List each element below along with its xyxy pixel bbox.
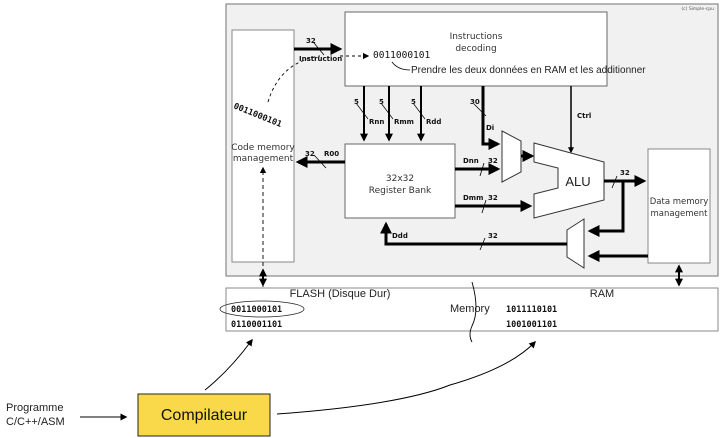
flash-title: FLASH (Disque Dur) (290, 288, 391, 300)
instruction-bus-slash (313, 42, 325, 56)
compiler-to-flash-arrow (204, 338, 253, 391)
ddd-slash (479, 237, 486, 251)
input-mux (501, 130, 522, 183)
r00-slash (313, 154, 327, 169)
flash-word-highlight (219, 300, 305, 318)
decoder-annotation: Prendre les deux données en RAM et les a… (411, 65, 646, 76)
dmm-width: 32 (488, 194, 498, 202)
compiler-box (137, 393, 271, 437)
copyright-text: (c) Simple-cpu (681, 6, 714, 12)
alu-output-slash (611, 175, 618, 189)
code-memory-label-1: Code memory (231, 143, 295, 153)
code-memory-label-2: management (233, 154, 294, 164)
dnn-label: Dnn (463, 157, 479, 165)
rnn-label: Rnn (369, 118, 384, 126)
data-memory-label-1: Data memory (650, 197, 709, 207)
flash-word-1: 0110001101 (231, 320, 282, 330)
fetch-dashed-curve (267, 55, 321, 103)
ram-word-0: 1011110101 (506, 305, 557, 315)
memory-label: Memory (450, 303, 490, 315)
di-width: 30 (470, 98, 480, 106)
compiler-to-ram-arrow (276, 340, 536, 415)
instruction-bus-label: Instruction (299, 55, 342, 63)
r00-label: R00 (324, 150, 339, 158)
compiler-label: Compilateur (161, 407, 248, 424)
di-slash (473, 103, 487, 117)
ddd-width: 32 (488, 232, 498, 240)
alu-shape (533, 142, 605, 219)
data-memory-label-2: management (651, 209, 709, 219)
source-label-2: C/C++/ASM (6, 416, 65, 428)
di-label: Di (486, 124, 494, 132)
memory-bar (225, 287, 719, 332)
instruction-decoder-box (344, 11, 608, 87)
register-bank-label-1: 32x32 (386, 174, 414, 184)
ddd-bus (380, 221, 567, 246)
output-mux (566, 218, 585, 269)
rmm-width: 5 (379, 98, 384, 106)
dmm-slash (481, 199, 487, 214)
alu-output-width: 32 (620, 169, 630, 177)
rdd-slash (412, 102, 426, 120)
dnn-width: 32 (488, 157, 498, 165)
flash-ram-separator (469, 281, 477, 343)
dnn-slash (479, 162, 485, 177)
register-bank-label-2: Register Bank (369, 186, 432, 196)
annotation-leader (391, 61, 411, 71)
dmm-label: Dmm (463, 194, 483, 202)
decoder-current-instruction: 0011000101 (373, 50, 430, 61)
source-label-1: Programme (6, 402, 63, 414)
rnn-slash (355, 102, 369, 120)
ctrl-label: Ctrl (577, 112, 591, 120)
instruction-bus-width: 32 (306, 37, 316, 45)
rdd-label: Rdd (426, 118, 441, 126)
ram-word-1: 1001001101 (506, 320, 557, 330)
decoder-title-2: decoding (455, 44, 496, 54)
di-bus (481, 86, 501, 150)
decoder-title-1: Instructions (450, 32, 503, 42)
rdd-width: 5 (411, 98, 416, 106)
alu-feedback-bus (587, 181, 625, 237)
alu-label: ALU (565, 174, 590, 189)
data-memory-box (647, 148, 711, 264)
rmm-slash (380, 102, 394, 120)
ddd-label: Ddd (392, 232, 408, 240)
register-bank-box (344, 143, 456, 219)
ram-title: RAM (590, 288, 614, 300)
rmm-label: Rmm (394, 118, 414, 126)
r00-width: 32 (305, 150, 315, 158)
flash-word-0: 0011000101 (231, 305, 282, 315)
rnn-width: 5 (354, 98, 359, 106)
